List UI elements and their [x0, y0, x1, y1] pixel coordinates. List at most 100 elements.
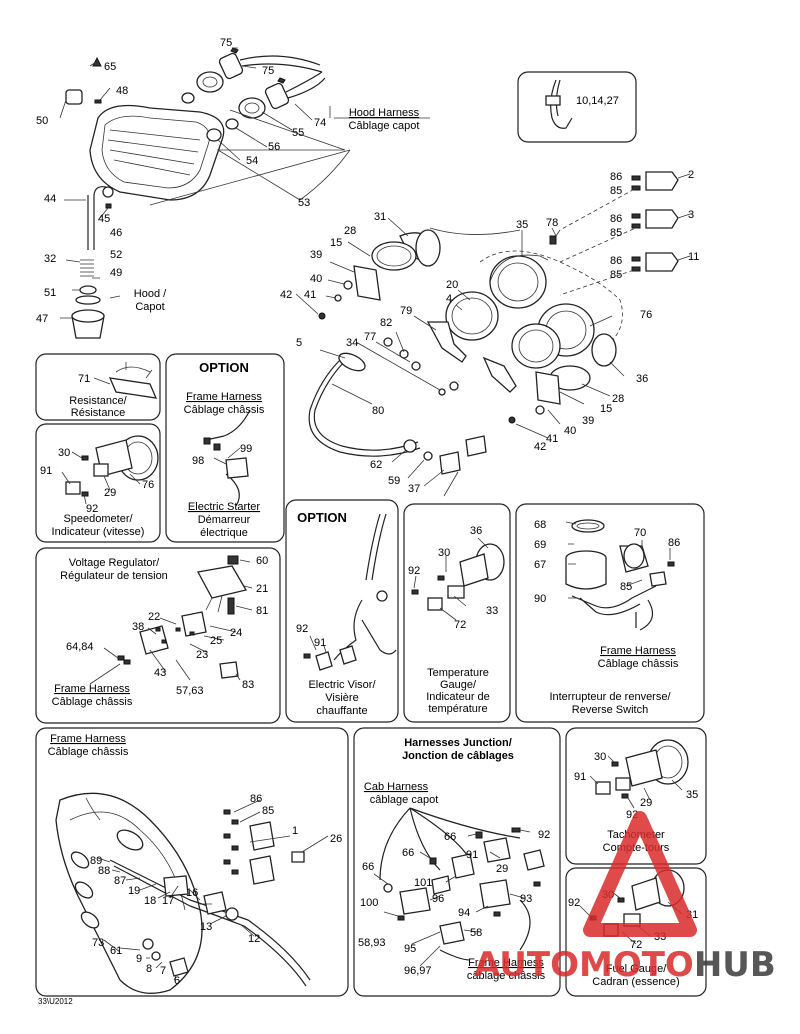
fuel-title-fr: Cadran (essence): [592, 976, 679, 988]
visor-title-fr2: chauffante: [316, 705, 367, 717]
callout-19: 19: [128, 885, 140, 897]
watermark-text-1: AUTO: [474, 945, 579, 985]
temp-title-2: Gauge/: [440, 679, 477, 691]
callout-16: 16: [186, 887, 198, 899]
callout-59: 59: [388, 475, 400, 487]
resistance-title-fr: Résistance: [71, 407, 125, 419]
svg-text:AUTOMOTOHUB: AUTOMOTOHUB: [474, 945, 776, 985]
fuel-title: Fuel Gauge/: [606, 963, 667, 975]
callout-53: 53: [298, 197, 310, 209]
hood-label-fr: Capot: [135, 301, 164, 313]
temp-title-1: Temperature: [427, 667, 489, 679]
callout-86b: 86: [610, 213, 622, 225]
callout-94: 94: [458, 907, 470, 919]
callout-28b: 28: [612, 393, 624, 405]
callout-43: 43: [154, 667, 166, 679]
callout-50: 50: [36, 115, 48, 127]
callout-101: 101: [414, 877, 432, 889]
frame-harness-d-title-fr: Câblage châssis: [48, 746, 129, 758]
callout-40b: 40: [564, 425, 576, 437]
callout-61: 61: [110, 945, 122, 957]
headlight-group: [59, 47, 430, 206]
callout-36a: 36: [636, 373, 648, 385]
callout-46: 46: [110, 227, 122, 239]
callout-26: 26: [330, 833, 342, 845]
callout-80: 80: [372, 405, 384, 417]
frame-harness-e-title-fr: câblage châssis: [467, 970, 546, 982]
callout-62: 62: [370, 459, 382, 471]
callout-76a: 76: [640, 309, 652, 321]
callout-93a: 93: [520, 893, 532, 905]
option-title-1: OPTION: [199, 360, 249, 375]
callout-74: 74: [314, 117, 326, 129]
callout-68: 68: [534, 519, 546, 531]
visor-title: Electric Visor/: [308, 679, 376, 691]
callout-100: 100: [360, 897, 378, 909]
frame-harness-b-title: Frame Harness: [54, 683, 130, 695]
callout-45: 45: [98, 213, 110, 225]
callout-82: 82: [380, 317, 392, 329]
hood-label: Hood /: [134, 288, 167, 300]
callout-28a: 28: [344, 225, 356, 237]
callout-91d: 91: [574, 771, 586, 783]
callout-12: 12: [248, 933, 260, 945]
electric-starter-title-fr: Démarreur: [198, 514, 251, 526]
temperature-gauge-part: [411, 537, 505, 621]
callout-78: 78: [546, 217, 558, 229]
callout-85b: 85: [610, 227, 622, 239]
callout-13: 13: [200, 921, 212, 933]
callout-29b: 29: [496, 863, 508, 875]
resistance-title: Resistance/: [69, 395, 127, 407]
callout-98: 98: [192, 455, 204, 467]
reverse-switch-part: [565, 519, 675, 631]
callout-2: 2: [688, 169, 694, 181]
watermark-logo: AUTOMOTOHUB: [474, 811, 776, 985]
callout-77: 77: [364, 331, 376, 343]
frame-harness-c-title: Frame Harness: [600, 645, 676, 657]
callout-99: 99: [240, 443, 252, 455]
callout-38: 38: [132, 621, 144, 633]
callout-57-63: 57,63: [176, 685, 204, 697]
hood-harness-title-fr: Câblage capot: [349, 120, 420, 132]
callout-15a: 15: [330, 237, 342, 249]
callout-17: 17: [162, 895, 174, 907]
temp-title-3: Indicateur de: [426, 691, 490, 703]
hood-harness-title: Hood Harness: [349, 107, 420, 119]
callout-5: 5: [296, 337, 302, 349]
callout-60: 60: [256, 555, 268, 567]
frame-harness-e-title: Frame Harness: [468, 957, 544, 969]
callout-85e: 85: [262, 805, 274, 817]
callout-55: 55: [292, 127, 304, 139]
callout-49: 49: [110, 267, 122, 279]
callout-76b: 76: [142, 479, 154, 491]
callout-18: 18: [144, 895, 156, 907]
reverse-title-fr: Interrupteur de renverse/: [549, 691, 671, 703]
callout-70: 70: [634, 527, 646, 539]
callout-91c: 91: [466, 849, 478, 861]
callout-labels: 75 75 65 48 50 74 55 56 54 53 44 45 46 5…: [36, 37, 699, 987]
callout-91b: 91: [314, 637, 326, 649]
callout-67: 67: [534, 559, 546, 571]
callout-30a: 30: [58, 447, 70, 459]
frame-harness-a-title: Frame Harness: [186, 391, 262, 403]
speedometer-title-fr: Indicateur (vitesse): [52, 526, 145, 538]
callout-86e: 86: [250, 793, 262, 805]
callout-22: 22: [148, 611, 160, 623]
callout-25: 25: [210, 635, 222, 647]
frame-harness-d-title: Frame Harness: [50, 733, 126, 745]
callout-24: 24: [230, 627, 242, 639]
temp-title-4: température: [428, 703, 487, 715]
callout-92a: 92: [86, 503, 98, 515]
callout-29a: 29: [104, 487, 116, 499]
callout-64-84: 64,84: [66, 641, 94, 653]
callout-90: 90: [534, 593, 546, 605]
cable-tie-icon: [545, 79, 573, 129]
callout-89: 89: [90, 855, 102, 867]
callout-95: 95: [404, 943, 416, 955]
callout-35b: 35: [686, 789, 698, 801]
callout-58: 58: [470, 927, 482, 939]
callout-29c: 29: [640, 797, 652, 809]
callout-11: 11: [688, 251, 699, 263]
callout-39b: 39: [582, 415, 594, 427]
